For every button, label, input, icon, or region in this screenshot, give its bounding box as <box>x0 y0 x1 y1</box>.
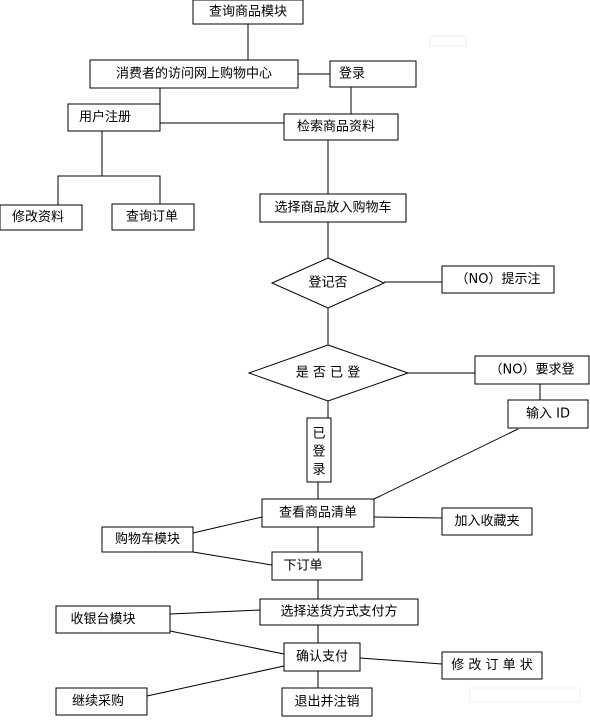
node-place-order-label: 下订单 <box>283 559 322 574</box>
node-cashier-module-label: 收银台模块 <box>70 612 135 627</box>
node-cart-module: 购物车模块 <box>101 526 194 553</box>
node-view-list: 查看商品清单 <box>261 498 375 528</box>
node-place-order: 下订单 <box>271 551 363 581</box>
edge-view-cartmodule <box>192 516 263 534</box>
node-is-logged-label: 是 否 已 登 <box>296 366 360 381</box>
edge-confirm-continue <box>146 665 285 697</box>
node-add-cart: 选择商品放入购物车 <box>259 193 407 223</box>
node-choose-payment: 选择送货方式支付方 <box>259 598 419 626</box>
edge-input-view <box>371 428 519 501</box>
node-logged: 已 登 录 <box>306 417 332 483</box>
edge-cashier-confirm <box>169 630 285 655</box>
node-edit-profile-label: 修改资料 <box>12 210 64 225</box>
node-query-order: 查询订单 <box>111 203 195 231</box>
node-cashier-module: 收银台模块 <box>55 605 171 634</box>
edge-cartmodule-order <box>192 551 273 566</box>
node-favorites-label: 加入收藏夹 <box>454 514 519 529</box>
edge-view-favorites <box>373 516 443 519</box>
node-modify-order: 修 改 订 单 状 <box>441 651 543 680</box>
edge-register-edit <box>57 131 103 205</box>
node-login: 登录 <box>329 60 417 88</box>
node-continue-buy-label: 继续采购 <box>72 693 124 709</box>
node-visit-mall-label: 消费者的访问网上购物中心 <box>116 66 272 82</box>
node-logged-char-2: 登 <box>312 445 325 460</box>
node-input-id: 输入 ID <box>507 399 589 429</box>
node-view-list-label: 查看商品清单 <box>279 505 357 521</box>
node-register-label: 用户注册 <box>79 109 131 125</box>
node-confirm-pay: 确认支付 <box>283 642 361 672</box>
edge-confirm-modify <box>359 657 443 665</box>
node-register: 用户注册 <box>67 103 161 132</box>
node-modify-order-label: 修 改 订 单 状 <box>451 658 533 673</box>
node-logged-q: 登记否 <box>270 257 386 309</box>
node-query-module: 查询商品模块 <box>192 0 304 25</box>
node-search: 检索商品资料 <box>283 113 399 141</box>
node-visit-mall: 消费者的访问网上购物中心 <box>89 59 299 89</box>
node-logged-char-3: 录 <box>312 463 325 478</box>
node-logged-char-1: 已 <box>312 427 325 442</box>
node-query-module-label: 查询商品模块 <box>209 5 287 20</box>
node-confirm-pay-label: 确认支付 <box>296 650 348 665</box>
node-login-label: 登录 <box>339 67 365 82</box>
connectors <box>57 24 541 697</box>
node-cart-module-label: 购物车模块 <box>115 531 180 547</box>
node-logout-label: 退出并注销 <box>294 695 359 710</box>
node-search-label: 检索商品资料 <box>297 120 375 135</box>
edge-register-query-order <box>102 175 161 204</box>
node-require-login: （NO）要求登 <box>474 355 590 385</box>
node-hint-no: （NO）提示注 <box>441 265 555 294</box>
node-input-id-label: 输入 ID <box>526 406 570 422</box>
node-hint-no-label: （NO）提示注 <box>456 271 541 287</box>
node-logout: 退出并注销 <box>281 687 373 717</box>
node-choose-payment-label: 选择送货方式支付方 <box>280 604 397 620</box>
node-require-login-label: （NO）要求登 <box>490 363 575 378</box>
node-edit-profile: 修改资料 <box>0 204 83 231</box>
node-query-order-label: 查询订单 <box>126 210 178 225</box>
watermark <box>429 35 581 703</box>
edge-cashier-payment <box>169 609 261 615</box>
node-is-logged: 是 否 已 登 <box>247 344 410 402</box>
node-favorites: 加入收藏夹 <box>441 507 533 536</box>
node-logged-q-label: 登记否 <box>308 276 347 291</box>
node-continue-buy: 继续采购 <box>55 687 148 716</box>
node-add-cart-label: 选择商品放入购物车 <box>274 200 391 216</box>
